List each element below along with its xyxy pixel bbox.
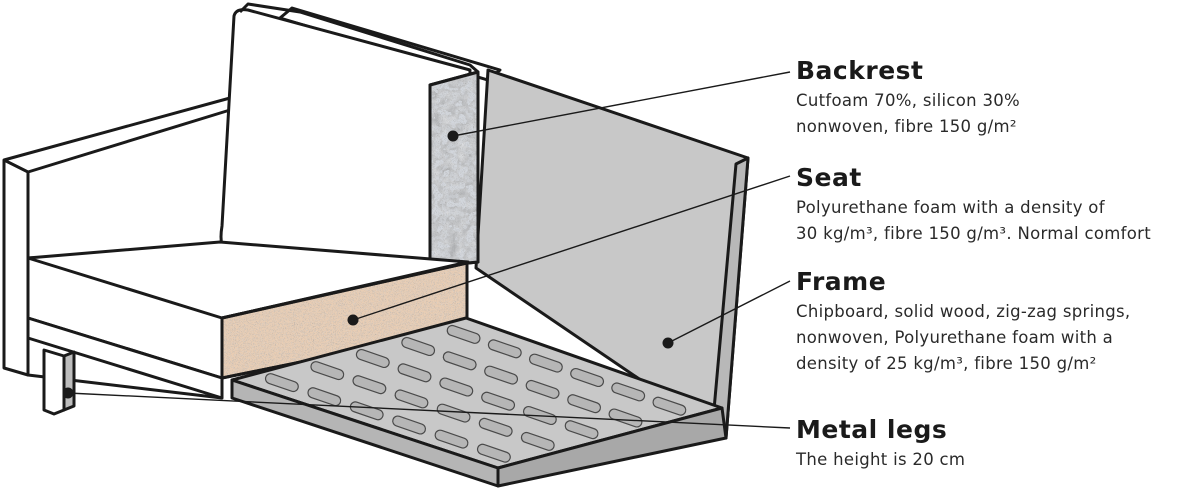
callout-title-frame: Frame: [796, 267, 887, 296]
callout-line: nonwoven, fibre 150 g/m²: [796, 117, 1017, 136]
spring-loop: [436, 403, 471, 423]
spring-loop: [397, 363, 432, 383]
marker-dot-frame: [662, 337, 674, 349]
leader-line-backrest: [452, 71, 791, 137]
spring-loop: [608, 408, 643, 428]
marker-dot-seat: [347, 314, 359, 326]
callout-title-seat: Seat: [796, 163, 862, 192]
metal-leg-shade: [62, 350, 76, 412]
leader-dots: [62, 130, 674, 399]
callout-text-seat: Polyurethane foam with a density of 30 k…: [796, 195, 1151, 247]
spring-loop: [476, 443, 511, 463]
leader-line-seat: [352, 175, 791, 321]
spring-loop: [434, 429, 469, 449]
spring-loop: [481, 391, 516, 411]
spring-loop: [401, 336, 436, 357]
spring-loop: [352, 375, 387, 395]
spring-loop: [310, 361, 345, 381]
armrest-side-line: [27, 108, 231, 174]
backrest-cushion-top: [238, 2, 479, 74]
marker-dot-backrest: [447, 130, 459, 142]
spring-loop: [439, 377, 474, 397]
spring-loop: [567, 394, 602, 414]
spring-loop: [264, 373, 299, 393]
spring-loop: [355, 348, 390, 369]
callout-line: nonwoven, Polyurethane foam with a: [796, 328, 1114, 347]
callout-line: Cutfoam 70%, silicon 30%: [796, 91, 1021, 110]
spring-loop: [478, 417, 513, 437]
callout-frame: Frame Chipboard, solid wood, zig-zag spr…: [796, 267, 1130, 377]
sofa-base-bottom: [26, 338, 223, 400]
callout-text-backrest: Cutfoam 70%, silicon 30% nonwoven, fibre…: [796, 88, 1020, 140]
marker-dot-legs: [62, 387, 74, 399]
spring-loop: [487, 339, 522, 359]
callout-text-frame: Chipboard, solid wood, zig-zag springs, …: [796, 299, 1130, 377]
spring-loop: [525, 379, 560, 399]
callout-metal-legs: Metal legs The height is 20 cm: [796, 415, 965, 473]
callout-line: Polyurethane foam with a density of: [796, 198, 1105, 217]
seat-cushion-front-top: [27, 256, 223, 320]
spring-loop: [446, 324, 481, 344]
spring-loop: [528, 353, 563, 373]
callout-seat: Seat Polyurethane foam with a density of…: [796, 163, 1151, 247]
spring-loop: [611, 382, 646, 402]
callout-title-metal-legs: Metal legs: [796, 415, 948, 444]
callout-line: 30 kg/m³, fibre 150 g/m³. Normal comfort: [796, 224, 1151, 243]
zig-zag-springs: [264, 324, 687, 463]
spring-loop: [349, 401, 384, 421]
sofa-body: [2, 2, 750, 488]
spring-loop: [307, 387, 342, 407]
spring-loop: [484, 365, 519, 385]
spring-loop: [570, 367, 605, 388]
spring-loop: [394, 389, 429, 409]
spring-loop: [652, 396, 687, 416]
spring-loop: [442, 351, 477, 371]
callout-text-metal-legs: The height is 20 cm: [796, 447, 965, 473]
spring-loop: [520, 431, 555, 451]
leader-line-frame: [667, 280, 791, 344]
callout-line: The height is 20 cm: [796, 450, 966, 469]
spring-loop: [564, 420, 599, 440]
spring-loop: [392, 415, 427, 435]
backrest-foam: [428, 70, 480, 269]
callout-line: density of 25 kg/m³, fibre 150 g/m²: [796, 354, 1097, 373]
callout-backrest: Backrest Cutfoam 70%, silicon 30% nonwov…: [796, 56, 1020, 140]
leader-lines: [67, 71, 791, 429]
leader-line-legs: [67, 392, 791, 429]
callout-title-backrest: Backrest: [796, 56, 924, 85]
frame-base-right: [496, 406, 728, 488]
metal-leg: [42, 348, 66, 416]
callout-line: Chipboard, solid wood, zig-zag springs,: [796, 302, 1131, 321]
